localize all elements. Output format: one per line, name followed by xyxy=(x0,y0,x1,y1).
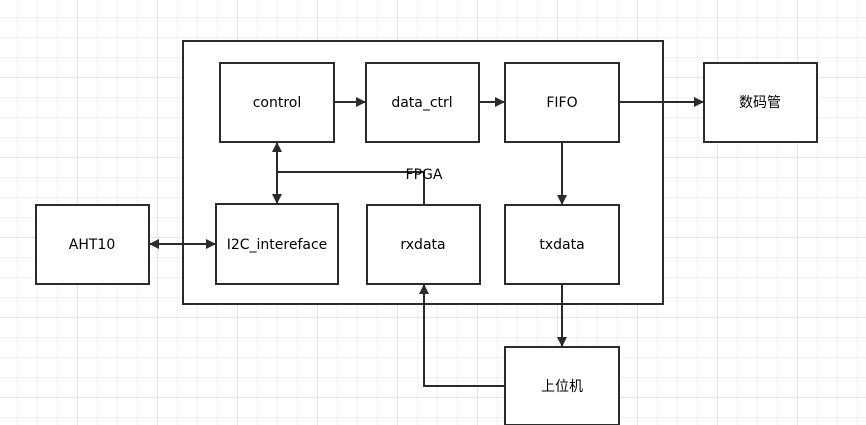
node-data-ctrl-label: data_ctrl xyxy=(391,95,452,111)
fpga-group-label: FPGA xyxy=(406,167,443,183)
node-i2c-interface-label: I2C_intereface xyxy=(227,237,328,253)
node-i2c-interface: I2C_intereface xyxy=(215,203,339,285)
node-fifo: FIFO xyxy=(504,62,620,143)
node-rxdata-box xyxy=(366,204,481,285)
node-aht10-box xyxy=(35,204,150,285)
node-i2c-interface-box xyxy=(215,203,339,285)
node-rxdata-label: rxdata xyxy=(400,237,445,253)
node-control-box xyxy=(219,62,335,143)
node-txdata-label: txdata xyxy=(539,237,584,253)
node-data-ctrl-box xyxy=(365,62,480,143)
node-control: control xyxy=(219,62,335,143)
node-rxdata: rxdata xyxy=(366,204,481,285)
node-control-label: control xyxy=(253,95,302,111)
node-host-label: 上位机 xyxy=(541,379,583,395)
node-display: 数码管 xyxy=(703,62,818,143)
edge-host-to-rxdata xyxy=(419,284,504,387)
node-txdata: txdata xyxy=(504,204,620,285)
node-data-ctrl: data_ctrl xyxy=(365,62,480,143)
node-display-label: 数码管 xyxy=(739,95,781,111)
node-aht10-label: AHT10 xyxy=(69,237,115,253)
node-txdata-box xyxy=(504,204,620,285)
node-fifo-label: FIFO xyxy=(546,95,577,111)
node-fifo-box xyxy=(504,62,620,143)
node-host: 上位机 xyxy=(504,346,620,425)
connectors xyxy=(149,97,704,387)
node-host-box xyxy=(504,346,620,425)
edge-rxdata-to-control-bus xyxy=(277,171,425,204)
node-aht10: AHT10 xyxy=(35,204,150,285)
node-display-box xyxy=(703,62,818,143)
